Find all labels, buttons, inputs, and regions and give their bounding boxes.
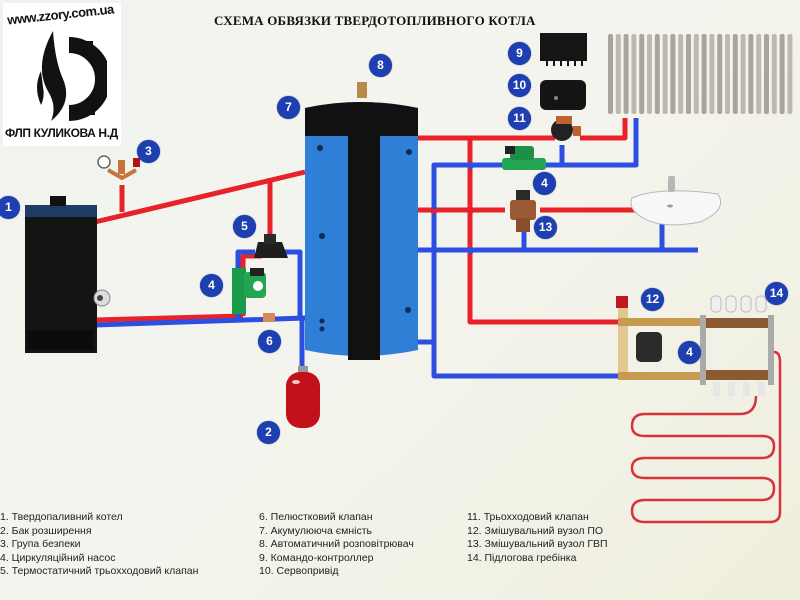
radiator-fin [779,34,785,114]
boiler-supply-pipe [94,169,306,225]
legend-item: 7. Акумулююча ємність [259,524,372,537]
radiator-fin [748,34,754,114]
callout-2-expansion-tank: 2 [257,421,280,444]
callout-12-mixing-unit-heating: 12 [641,288,664,311]
pipe-junctions-cold [428,164,477,255]
radiator-hot-pipe [580,118,628,141]
servo-drive [540,80,586,110]
callout-10-servo: 10 [508,74,531,97]
legend-item: 11. Трьохходовий клапан [467,511,589,523]
radiator-fin [662,34,668,114]
radiator-fin [709,34,715,114]
radiator-fin [771,34,777,114]
radiator-fin [725,34,730,114]
callout-4-pump-boiler: 4 [200,274,223,297]
safety-group [97,155,140,181]
legend-item: 3. Група безпеки [0,538,81,550]
radiator-fin [732,34,738,114]
callout-6-flap-valve: 6 [258,330,281,353]
legend-column-2: 6. Пелюстковий клапан 7. Акумулююча ємні… [259,511,414,579]
radiator-fin [654,34,660,114]
legend-item: 10. Сервопривід [259,565,339,577]
hot-trunk [467,138,618,325]
radiator-fin [764,34,769,114]
radiator-fin [615,34,621,114]
legend-column-3: 11. Трьохходовий клапан 12. Змішувальний… [467,511,608,565]
logo-url: www.zzory.com.ua [6,1,115,28]
legend-item: 1. Твердопаливний котел [0,511,123,523]
circulation-pump-boiler [232,268,266,314]
thermostatic-valve [254,234,288,258]
legend-item: 13. Змішувальний вузол ГВП [467,538,608,550]
flap-valve [263,313,275,322]
three-way-valve [551,116,581,141]
expansion-tank [286,366,320,428]
legend-item: 2. Бак розширення [0,524,92,537]
dhw-mixing-valve [510,190,536,232]
legend-column-1: 1. Твердопаливний котел 2. Бак розширенн… [0,511,198,579]
callout-4-pump-floor: 4 [678,341,701,364]
callout-7-accumulation-tank: 7 [277,96,300,119]
callout-9-controller: 9 [508,42,531,65]
callout-11-three-way-valve: 11 [508,107,531,130]
underfloor-loop [630,350,782,524]
auto-air-vent [357,82,367,98]
pipe-junctions [427,209,477,215]
legend-item: 4. Циркуляційний насос [0,551,116,564]
radiator-fin [670,34,676,114]
radiator-fin [678,34,684,114]
radiator-fin [631,34,637,114]
floor-cold-pipe [431,342,622,379]
radiator [608,34,793,114]
flame-gear-icon [37,31,107,121]
radiator-fin [647,34,652,114]
callout-14-floor-manifold: 14 [765,282,788,305]
callout-1-boiler: 1 [0,196,20,219]
circulation-pump-heating [502,146,546,170]
radiator-fin [787,34,793,114]
legend-item: 14. Підлогова гребінка [467,551,577,564]
radiator-fin [623,34,629,114]
boiler-return-hot [94,313,244,323]
radiator-fin [639,34,645,114]
radiator-fin [701,34,707,114]
accumulation-tank [305,102,418,360]
callout-8-air-vent: 8 [369,54,392,77]
callout-4-pump-heating: 4 [533,172,556,195]
logo-company-name: ФЛП КУЛИКОВА Н.Д [5,126,118,140]
command-controller [540,33,587,66]
legend-item: 8. Автоматичний розповітрювач [259,538,414,550]
radiator-fin [717,34,723,114]
legend-item: 12. Змішувальний вузол ПО [467,524,604,537]
radiator-fin [740,34,746,114]
callout-13-mixing-unit-dhw: 13 [534,216,557,239]
washbasin [630,176,722,226]
company-logo: www.zzory.com.ua ФЛП КУЛИКОВА Н.Д [3,1,121,146]
floor-mixing-unit [616,296,708,380]
radiator-fin [693,34,699,114]
legend-item: 9. Командо-контроллер [259,551,374,564]
solid-fuel-boiler [25,196,111,353]
floor-manifold [700,295,774,396]
radiator-fin [686,34,691,114]
callout-5-thermostatic-valve: 5 [233,215,256,238]
legend-item: 5. Термостатичний трьохходовий клапан [0,565,199,577]
radiator-fin [608,34,613,114]
radiator-return [545,118,639,168]
callout-3-safety-group: 3 [137,140,160,163]
diagram-title: СХЕМА ОБВЯЗКИ ТВЕРДОТОПЛИВНОГО КОТЛА [214,13,536,28]
radiator-fin [756,34,762,114]
tank-cold-out [412,162,505,345]
hot-pipes [94,118,640,325]
legend-item: 6. Пелюстковий клапан [259,511,373,523]
